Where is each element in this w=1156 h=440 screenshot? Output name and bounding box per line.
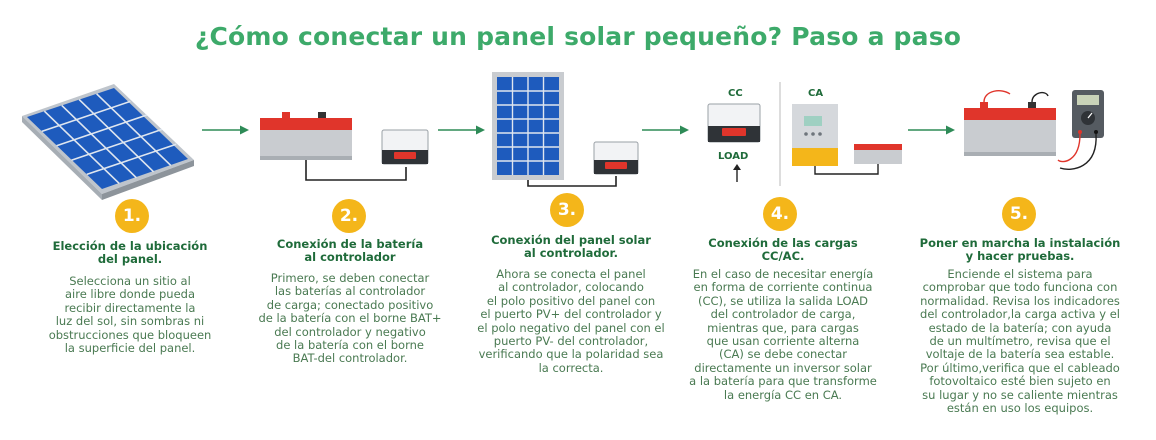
- ca-label: CA: [808, 88, 823, 99]
- load-label: LOAD: [718, 151, 748, 162]
- cc-ca-loads-illustration: CC LOAD CA: [707, 82, 902, 186]
- panel-controller-illustration: [492, 72, 639, 187]
- solar-panel-illustration: [22, 84, 194, 200]
- battery-controller-illustration: [260, 112, 429, 181]
- page-title: ¿Cómo conectar un panel solar pequeño? P…: [194, 22, 962, 51]
- step-2-badge: 2.: [332, 199, 366, 233]
- arrow-right-icon: [642, 125, 689, 135]
- arrow-right-icon: [908, 125, 955, 135]
- arrow-right-icon: [438, 125, 485, 135]
- battery-multimeter-illustration: [964, 90, 1104, 170]
- step-5-badge: 5.: [1002, 197, 1036, 231]
- cc-label: CC: [728, 88, 743, 99]
- step-4-badge: 4.: [763, 197, 797, 231]
- step-3-badge: 3.: [550, 193, 584, 227]
- arrow-right-icon: [202, 125, 249, 135]
- step-1-badge: 1.: [115, 199, 149, 233]
